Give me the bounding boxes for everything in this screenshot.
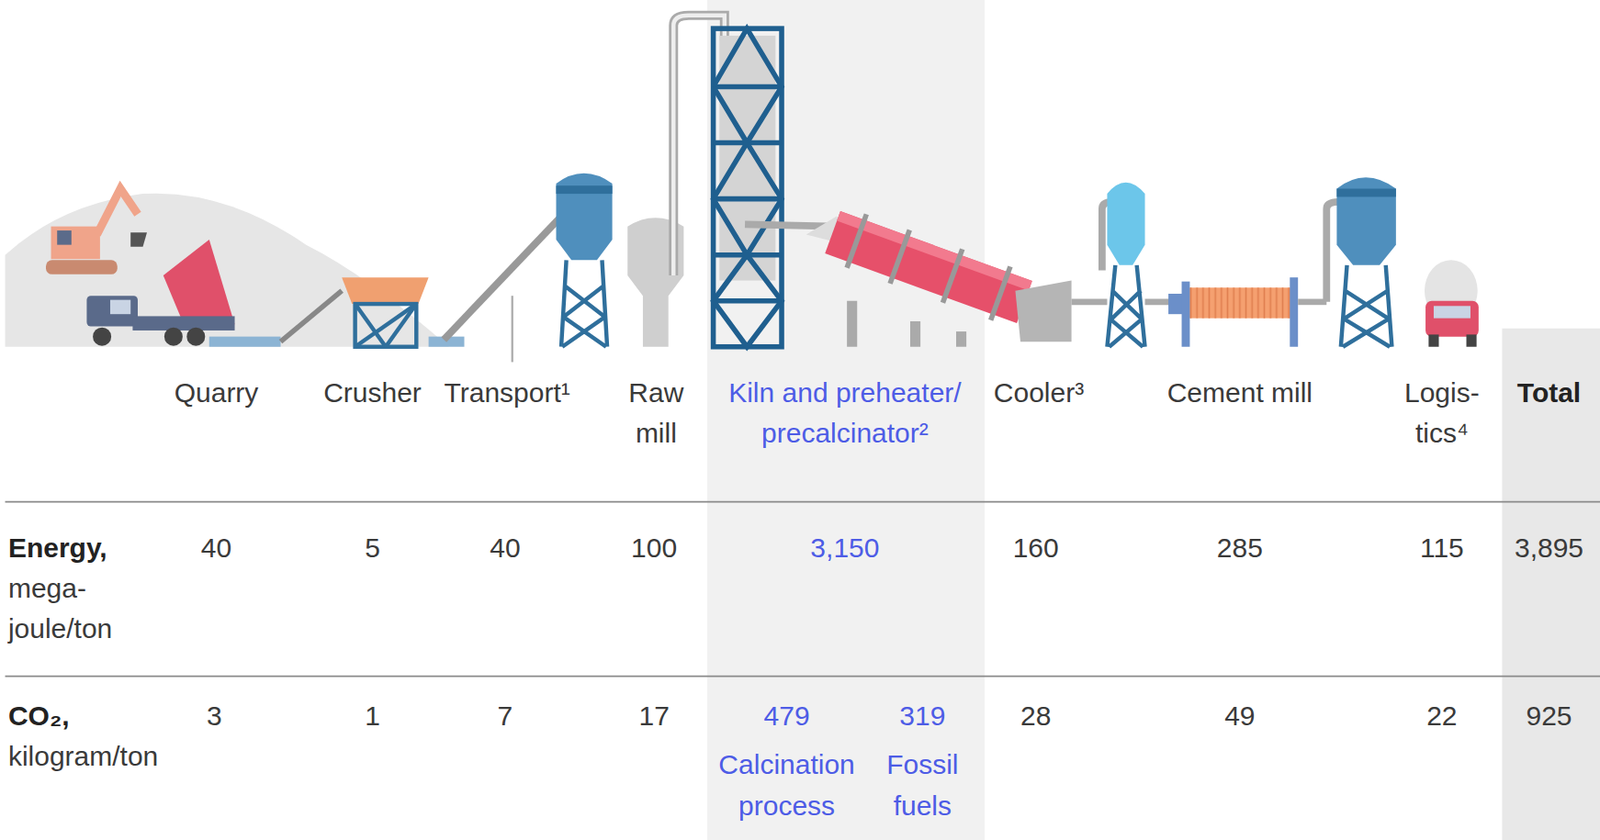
co2-value: 319 [899,696,946,737]
row-header: Energy, [8,527,108,568]
energy-value: 40 [201,527,232,568]
energy-value: 100 [630,527,677,568]
energy-value: 3,895 [1514,527,1584,568]
column-header: Raw mill [619,372,692,455]
row-header: CO₂, [8,696,70,737]
energy-value: 160 [1013,527,1060,568]
energy-value: 3,150 [810,527,879,568]
co2-source: Fossil fuels [875,744,970,827]
column-header: Cement mill [1167,372,1313,414]
column-header: Crusher [323,372,422,414]
co2-value: 49 [1224,696,1255,737]
row-unit: kilogram/ton [8,736,158,778]
co2-value: 17 [638,696,669,737]
co2-source: Calcination process [705,744,869,827]
co2-value: 925 [1525,696,1572,737]
co2-value: 22 [1426,696,1457,737]
column-header: Total [1517,372,1581,414]
energy-value: 40 [489,527,520,568]
co2-value: 479 [764,696,811,737]
row-unit: mega- joule/ton [8,568,141,651]
co2-value: 3 [206,696,223,737]
energy-value: 115 [1419,527,1465,568]
energy-value: 285 [1216,527,1263,568]
co2-value: 7 [497,696,514,737]
co2-value: 28 [1020,696,1051,737]
column-header: Quarry [174,372,260,414]
column-header: Cooler³ [993,372,1084,414]
column-header: Transport¹ [444,372,571,414]
column-header: Kiln and preheater/ precalcinator² [706,372,984,455]
co2-value: 1 [364,696,381,737]
column-header: Logis- tics⁴ [1398,372,1485,455]
energy-value: 5 [364,527,381,568]
